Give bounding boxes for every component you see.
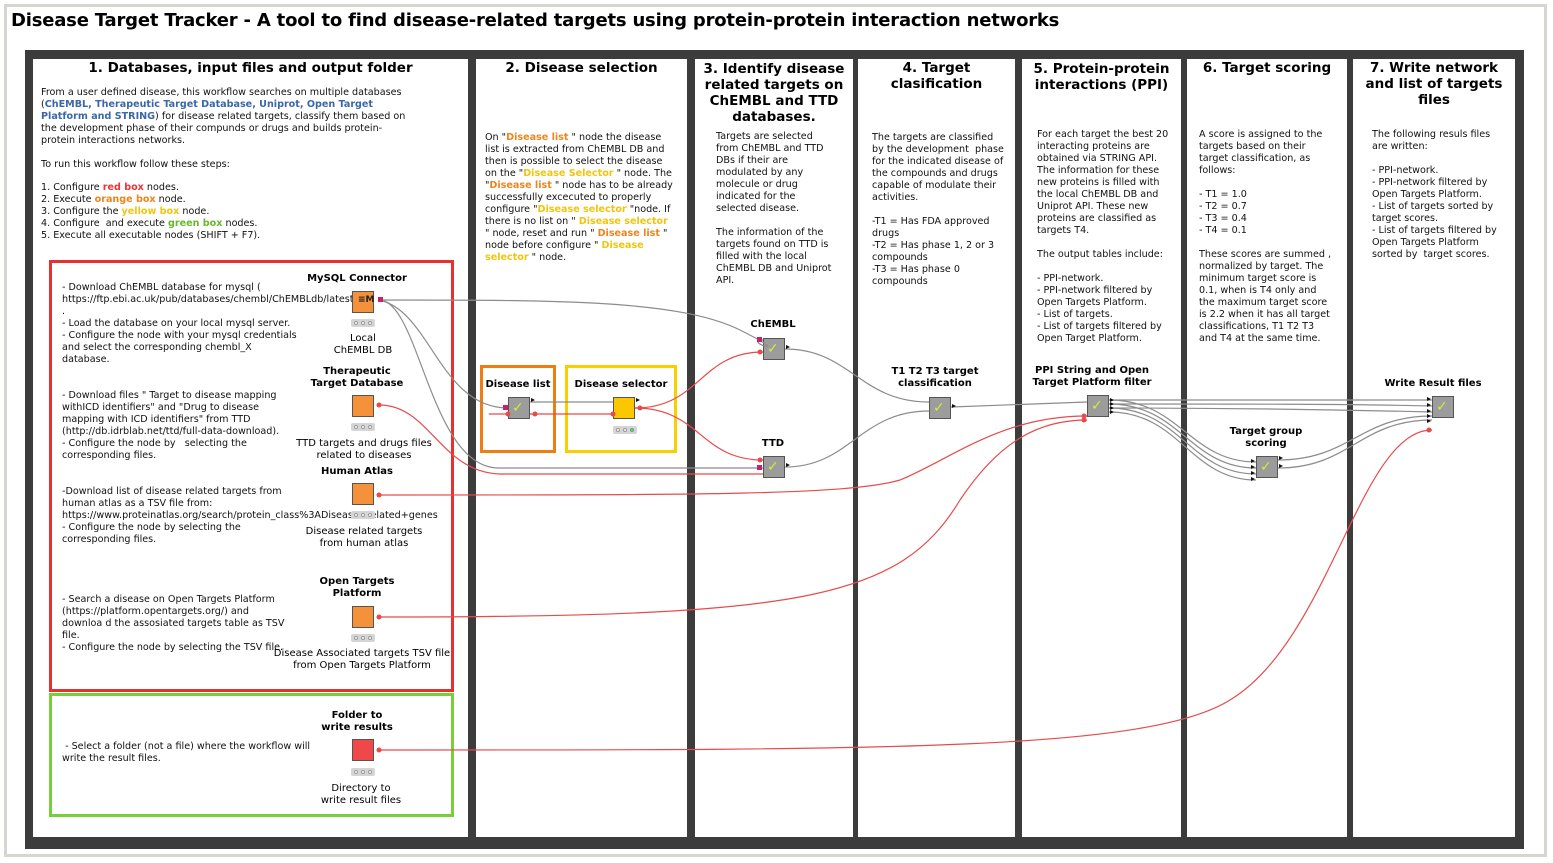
scoring-node-label: Target group scoring bbox=[1229, 426, 1303, 449]
ppi-node-label: PPI String and Open Target Platform filt… bbox=[1032, 365, 1152, 388]
write-node-label: Write Result files bbox=[1384, 378, 1482, 389]
human-atlas-node[interactable] bbox=[352, 483, 374, 505]
disease-selector-status-light bbox=[613, 426, 637, 434]
folder-node-comment: Directory to write result files bbox=[320, 783, 402, 806]
classification-node-label: T1 T2 T3 target classification bbox=[891, 366, 979, 389]
column-6-header: 6. Target scoring bbox=[1202, 60, 1332, 76]
otp-status-light bbox=[351, 634, 375, 642]
executed-check-icon: ✓ bbox=[512, 400, 524, 416]
mysql-status-light bbox=[351, 319, 375, 327]
executed-check-icon: ✓ bbox=[767, 459, 779, 475]
human-atlas-label: Human Atlas bbox=[321, 466, 393, 477]
steps-list: 1. Configure red box nodes. 2. Execute o… bbox=[41, 182, 261, 241]
otp-node[interactable] bbox=[352, 606, 374, 628]
steps-title: To run this workflow follow these steps: bbox=[41, 159, 230, 170]
ttd-description: - Download files " Target to disease map… bbox=[62, 390, 280, 461]
otp-comment: Disease Associated targets TSV file from… bbox=[273, 648, 451, 671]
mysql-description: - Download ChEMBL database for mysql ( h… bbox=[62, 282, 361, 365]
executed-check-icon: ✓ bbox=[1436, 399, 1448, 415]
write-results-node[interactable]: ✓ bbox=[1432, 396, 1454, 418]
folder-node-label: Folder to write results bbox=[321, 710, 393, 733]
disease-list-node[interactable]: ✓ bbox=[508, 397, 530, 419]
classification-text: The targets are classified by the develo… bbox=[872, 132, 1004, 287]
column-1-header: 1. Databases, input files and output fol… bbox=[88, 60, 413, 76]
column-3-header: 3. Identify disease related targets on C… bbox=[703, 61, 845, 125]
atlas-description: -Download list of disease related target… bbox=[62, 486, 438, 545]
ttd-reader-status-light bbox=[351, 423, 375, 431]
scoring-text: A score is assigned to the targets based… bbox=[1199, 129, 1332, 344]
disease-selection-text: On "Disease list " node the disease list… bbox=[485, 132, 676, 263]
executed-check-icon: ✓ bbox=[933, 400, 945, 416]
chembl-node[interactable]: ✓ bbox=[763, 338, 785, 360]
disease-list-label: Disease list bbox=[485, 379, 551, 390]
column-4-header: 4. Target clasification bbox=[890, 60, 983, 92]
folder-status-light bbox=[351, 768, 375, 776]
mysql-node-label: MySQL Connector bbox=[307, 273, 407, 284]
ttd-reader-node[interactable] bbox=[352, 395, 374, 417]
human-atlas-comment: Disease related targets from human atlas bbox=[305, 526, 423, 549]
folder-description: - Select a folder (not a file) where the… bbox=[62, 741, 314, 764]
disease-selector-node[interactable] bbox=[613, 397, 635, 419]
scoring-node[interactable]: ✓ bbox=[1256, 456, 1278, 478]
executed-check-icon: ✓ bbox=[767, 341, 779, 357]
mysql-node-comment: Local ChEMBL DB bbox=[333, 333, 393, 356]
green-config-box bbox=[49, 693, 454, 817]
executed-check-icon: ✓ bbox=[1091, 398, 1103, 414]
ppi-text: For each target the best 20 interacting … bbox=[1037, 129, 1169, 344]
identify-targets-text: Targets are selected from ChEMBL and TTD… bbox=[716, 131, 832, 286]
ppi-node[interactable]: ✓ bbox=[1087, 395, 1109, 417]
executed-check-icon: ✓ bbox=[1260, 459, 1272, 475]
ttd-metanode-label: TTD bbox=[761, 438, 785, 449]
database-icon: ≡M bbox=[358, 295, 375, 305]
mysql-connector-node[interactable]: ≡M bbox=[352, 291, 375, 313]
human-atlas-status-light bbox=[351, 511, 375, 519]
column-2-header: 2. Disease selection bbox=[505, 60, 658, 76]
intro-text: From a user defined disease, this workfl… bbox=[41, 87, 409, 146]
workflow-title: Disease Target Tracker - A tool to find … bbox=[11, 10, 1060, 31]
classification-node[interactable]: ✓ bbox=[929, 397, 951, 419]
column-5-header: 5. Protein-protein interactions (PPI) bbox=[1033, 61, 1170, 93]
column-7-header: 7. Write network and list of targets fil… bbox=[1365, 60, 1503, 108]
chembl-node-label: ChEMBL bbox=[750, 319, 796, 330]
folder-node[interactable] bbox=[352, 739, 374, 761]
disease-selector-label: Disease selector bbox=[574, 379, 668, 390]
write-results-text: The following resuls files are written: … bbox=[1372, 129, 1497, 260]
ttd-metanode[interactable]: ✓ bbox=[763, 456, 785, 478]
ttd-reader-label: Therapeutic Target Database bbox=[310, 366, 404, 389]
otp-description: - Search a disease on Open Targets Platf… bbox=[62, 594, 285, 653]
ttd-reader-comment: TTD targets and drugs files related to d… bbox=[296, 438, 432, 461]
otp-label: Open Targets Platform bbox=[319, 576, 395, 599]
